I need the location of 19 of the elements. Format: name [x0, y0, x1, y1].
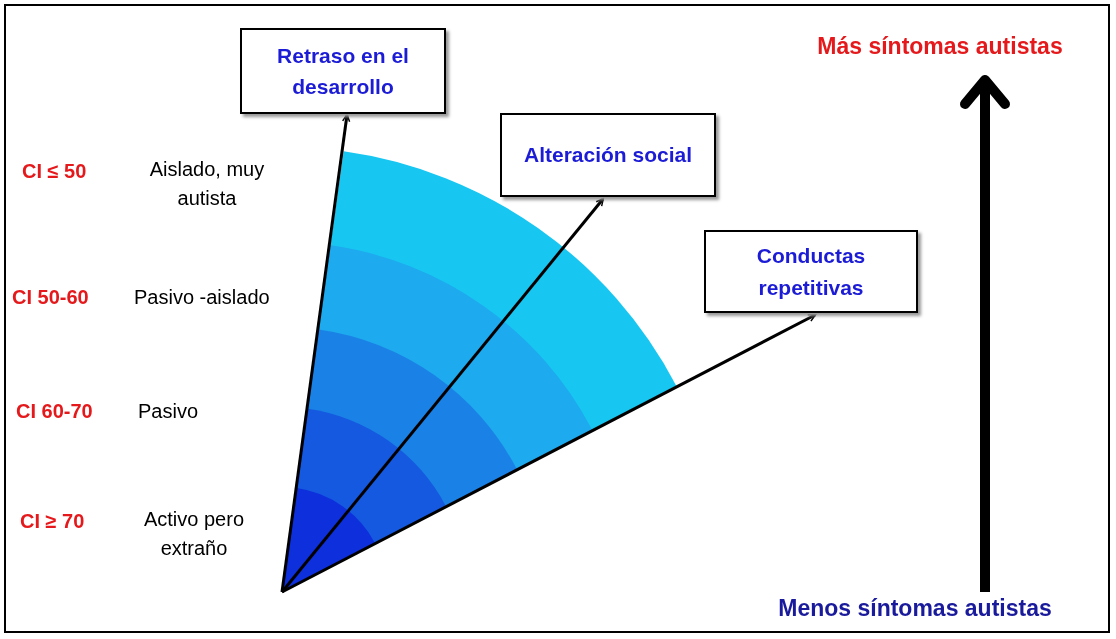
box-text: Retraso en el desarrollo: [276, 42, 410, 100]
box-text: Alteración social: [523, 142, 693, 169]
arrow: [281, 313, 817, 594]
arrow: [280, 197, 605, 593]
label-box: [500, 113, 716, 197]
box-text: Conductas repetitivas: [755, 243, 867, 301]
category-text: Pasivo -aislado: [134, 285, 271, 310]
label-box: [240, 28, 446, 114]
iq-label: CI ≤ 50: [22, 159, 88, 184]
arrow: [280, 113, 351, 593]
category-text: Aislado, muy autista: [148, 157, 266, 211]
iq-label: CI ≥ 70: [20, 509, 86, 534]
iq-label: CI 50-60: [12, 285, 90, 310]
axis-label: Menos síntomas autistas: [777, 594, 1053, 623]
category-text: Activo pero extraño: [142, 507, 246, 561]
category-text: Pasivo: [138, 399, 200, 424]
iq-label: CI 60-70: [16, 399, 94, 424]
label-box: [704, 230, 918, 313]
axis-label: Más síntomas autistas: [816, 32, 1064, 61]
